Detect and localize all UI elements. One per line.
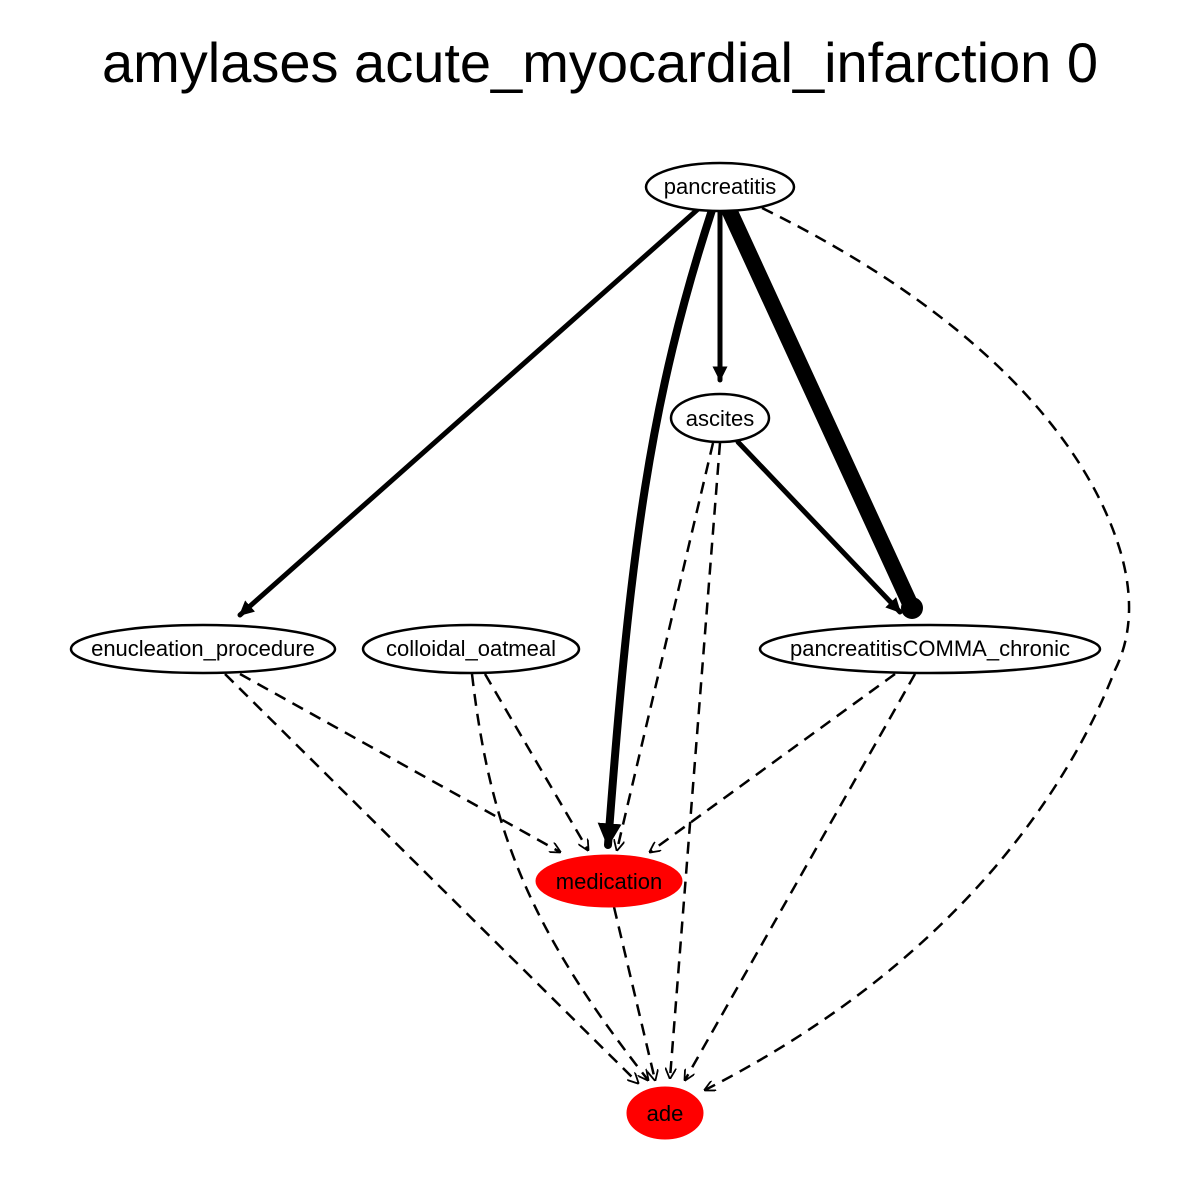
node-colloidal_oatmeal[interactable]: colloidal_oatmeal bbox=[361, 623, 581, 675]
edge-pancreatitis_chronic-ade bbox=[685, 673, 917, 1080]
edge-pancreatitis-medication bbox=[597, 206, 716, 849]
node-enucleation_procedure[interactable]: enucleation_procedure bbox=[69, 623, 337, 675]
edge-pancreatitis-pancreatitis_chronic bbox=[722, 204, 920, 616]
node-medication[interactable]: medication bbox=[535, 854, 683, 908]
node-pancreatitis_chronic-label: pancreatitisCOMMA_chronic bbox=[790, 636, 1070, 661]
edge-enucleation_procedure-medication bbox=[239, 672, 560, 852]
node-pancreatitis[interactable]: pancreatitis bbox=[644, 161, 796, 213]
edges bbox=[224, 204, 1131, 1090]
edge-pancreatitis_chronic-medication bbox=[650, 672, 896, 852]
edge-colloidal_oatmeal-medication bbox=[483, 673, 588, 850]
edge-medication-ade bbox=[612, 906, 655, 1080]
diagram-title: amylases acute_myocardial_infarction 0 bbox=[102, 31, 1098, 94]
node-pancreatitis-label: pancreatitis bbox=[664, 174, 777, 199]
node-medication-label: medication bbox=[556, 869, 662, 894]
edge-ascites-medication bbox=[617, 442, 715, 850]
node-ascites[interactable]: ascites bbox=[669, 392, 771, 444]
node-ade-shape bbox=[626, 1086, 704, 1140]
node-ascites-label: ascites bbox=[686, 406, 754, 431]
edge-pancreatitis-enucleation_procedure bbox=[237, 207, 700, 618]
edge-ascites-ade bbox=[670, 442, 722, 1078]
edge-ascites-pancreatitis_chronic bbox=[735, 439, 903, 615]
node-ade-label: ade bbox=[647, 1101, 684, 1126]
node-enucleation_procedure-label: enucleation_procedure bbox=[91, 636, 315, 661]
node-medication-shape bbox=[535, 854, 683, 908]
edge-head-pancreatitis-pancreatitis_chronic bbox=[901, 597, 923, 619]
node-ascites-shape bbox=[669, 392, 771, 444]
edge-enucleation_procedure-ade bbox=[224, 673, 638, 1083]
edge-pancreatitis-ade bbox=[705, 206, 1131, 1090]
node-colloidal_oatmeal-shape bbox=[361, 623, 581, 675]
node-pancreatitis_chronic[interactable]: pancreatitisCOMMA_chronic bbox=[758, 623, 1102, 675]
edge-colloidal_oatmeal-ade bbox=[470, 673, 648, 1080]
node-ade[interactable]: ade bbox=[626, 1086, 704, 1140]
node-colloidal_oatmeal-label: colloidal_oatmeal bbox=[386, 636, 556, 661]
node-pancreatitis-shape bbox=[644, 161, 796, 213]
node-enucleation_procedure-shape bbox=[69, 623, 337, 675]
node-pancreatitis_chronic-shape bbox=[758, 623, 1102, 675]
